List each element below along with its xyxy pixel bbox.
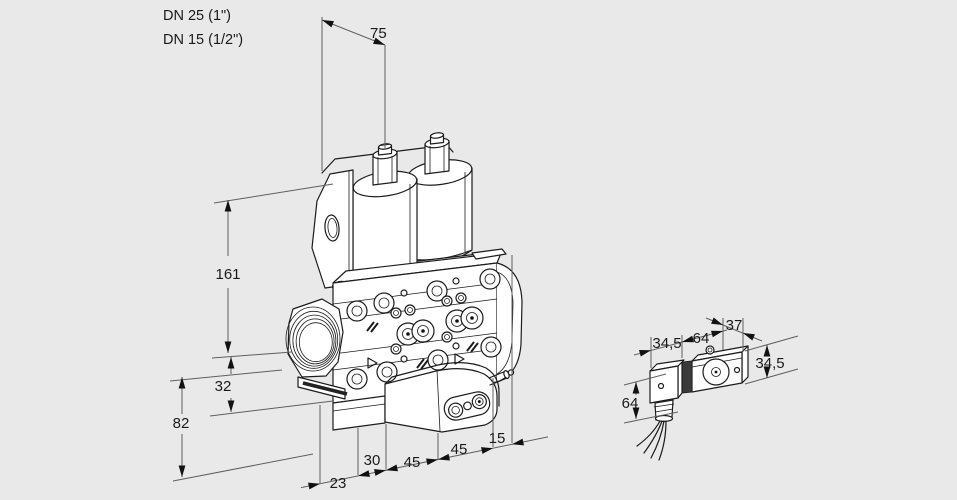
dim-label-82: 82 (173, 415, 190, 432)
small-screws (390, 277, 467, 363)
valve-body (285, 248, 523, 431)
cable-wires (636, 420, 667, 461)
main-dimensions: 75 161 32 82 (169, 16, 549, 492)
body-foot (297, 376, 386, 431)
dim-label-23: 23 (330, 475, 347, 492)
sight-glass-recess (443, 391, 491, 421)
size-designation-line-1: DN 25 (1") (163, 8, 231, 24)
flow-direction-arrows (367, 353, 465, 369)
body-bolts (346, 268, 502, 390)
header: DN 25 (1") DN 15 (1/2") (163, 8, 243, 48)
dim-label-64-top: 64 (693, 330, 710, 347)
dim-label-45a: 45 (404, 454, 421, 471)
outlet-flange (496, 262, 523, 383)
vent-marks (366, 321, 479, 370)
dim-label-75: 75 (370, 25, 387, 42)
adjustment-cap-right (424, 132, 450, 175)
cable-plug (636, 359, 685, 461)
dim-label-37: 37 (726, 317, 743, 334)
dimension-bottom-chain: 23 30 45 45 15 (300, 255, 549, 492)
dimension-161: 161 (211, 183, 334, 359)
dimension-82: 82 (169, 369, 314, 482)
dimension-inset-64-left: 64 (622, 373, 679, 424)
dim-label-34-5-right: 34,5 (755, 355, 784, 372)
solenoid-actuator-inset: 34,5 64 37 34,5 (622, 317, 799, 461)
dimension-inset-34-5-right: 34,5 (744, 335, 799, 385)
dim-label-45b: 45 (451, 441, 468, 458)
bolt-row-top (346, 268, 501, 322)
size-designation-line-2: DN 15 (1/2") (163, 32, 243, 48)
dimension-inset-64-top: 64 (693, 327, 724, 347)
dimension-32: 32 (209, 357, 334, 417)
mounting-bracket (311, 169, 354, 289)
clamp-band (681, 360, 693, 394)
center-plugs (396, 306, 484, 346)
coil-body (677, 345, 749, 399)
dim-label-30: 30 (364, 452, 381, 469)
threaded-bore (298, 322, 333, 363)
dimension-inset-34-5-left: 34,5 (633, 329, 728, 368)
solenoid-cylinder-right (401, 132, 485, 276)
dim-label-15: 15 (489, 430, 506, 447)
dim-label-161: 161 (215, 266, 240, 283)
inlet-flange (285, 298, 344, 378)
bolt-row-bottom (346, 336, 502, 390)
coil-top-screw (705, 345, 715, 355)
dim-label-32: 32 (215, 378, 232, 395)
cable-gland (653, 399, 675, 423)
inset-dimensions: 34,5 64 37 34,5 (622, 317, 799, 424)
dim-label-64-left: 64 (622, 395, 639, 412)
adjustment-cap-left (372, 143, 398, 186)
main-valve-drawing (285, 132, 523, 433)
dimension-inset-37: 37 (705, 317, 763, 352)
dimension-75: 75 (320, 16, 387, 171)
dim-label-34-5-left: 34,5 (652, 335, 681, 352)
